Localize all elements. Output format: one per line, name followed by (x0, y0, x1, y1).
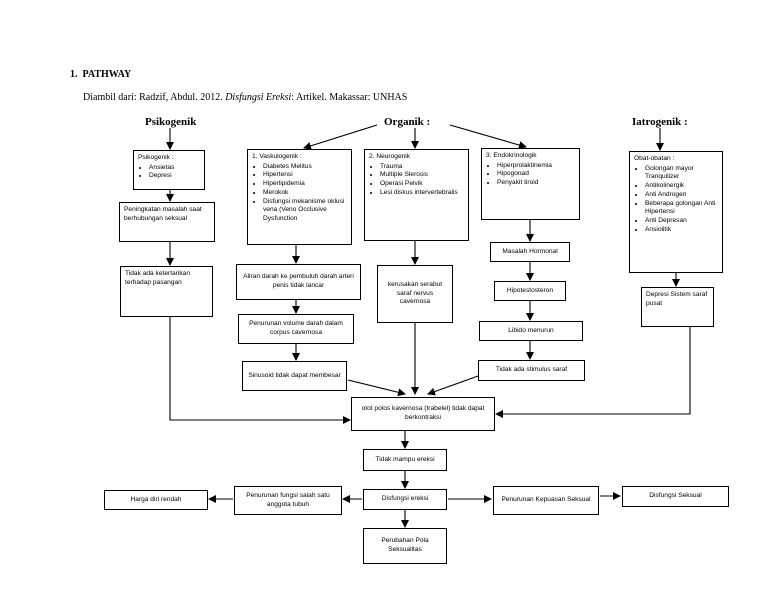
arrow-organik-to-endo (449, 124, 527, 149)
list-item: Anti Depresan (645, 217, 718, 226)
heading-number: 1. (70, 69, 78, 80)
list-item: Anti Androgen (645, 191, 718, 200)
arrow-sinusoid-to-otot (347, 379, 406, 397)
box-obat-obatan: Obat-obatan : Golongan mayor Tranquilize… (629, 151, 723, 273)
list-item: Depresi (149, 172, 200, 181)
box-sinusoid: Sinusoid tidak dapat membesar (242, 361, 347, 391)
list-item: Trauma (380, 163, 464, 172)
source-citation: Diambil dari: Radzif, Abdul. 2012. Disfu… (83, 92, 407, 103)
box-tidak-ada-stimulus: Tidak ada stimulus saraf (478, 360, 585, 381)
box-endokrinologik: 3. Endokrinologik Hiperprolaktinemia Hip… (481, 148, 580, 220)
box-vaskulogenik-list: Diabetes Melitus Hipertensi Hiperlipidem… (252, 163, 347, 224)
list-item: Golongan mayor Tranquilizer (645, 165, 718, 182)
line-psiko-to-otot (169, 317, 351, 424)
box-otot-polos: otot polos kavernosa (trabelel) tidak da… (351, 397, 495, 431)
arrow-stimulus-to-otot (427, 375, 479, 396)
list-item: Hiperlipidemia (263, 180, 347, 189)
page-heading: 1. PATHWAY (70, 69, 131, 80)
arrow-organik-to-vasc (303, 124, 378, 150)
source-prefix: Diambil dari: Radzif, Abdul. 2012. (83, 92, 226, 103)
box-kerusakan-saraf: kerusakan serabut saraf nervus cavernosa (377, 265, 453, 323)
box-tidak-mampu-ereksi: Tidak mampu ereksi (363, 449, 447, 471)
box-vaskulogenik: 1. Vaskulogenik : Diabetes Melitus Hiper… (247, 149, 352, 245)
box-psikogenik-list: Ansietas Depresi (138, 164, 200, 181)
box-aliran-darah: Aliran darah ke pembuluh darah arteri pe… (236, 264, 361, 300)
heading-title: PATHWAY (82, 69, 132, 80)
box-disfungsi-seksual: Disfungsi Seksual (622, 486, 729, 507)
list-item: Diabetes Melitus (263, 163, 347, 172)
list-item: Hipertensi (263, 171, 347, 180)
box-neurogenik-list: Trauma Multiple Slerosis Operasi Pelvik … (369, 163, 464, 198)
box-obat-obatan-list: Golongan mayor Tranquilizer Antikolinerg… (634, 165, 718, 235)
list-item: Hipogonad (497, 170, 575, 179)
box-penurunan-kepuasan: Penurunan Kepuasan Seksual (493, 486, 599, 515)
box-psikogenik: Psikogenik : Ansietas Depresi (133, 150, 205, 190)
list-item: Multiple Slerosis (380, 171, 464, 180)
box-tidak-ada-ketertarikan: Tidak ada ketertarikan terhadap pasangan (120, 266, 213, 317)
box-psikogenik-title: Psikogenik : (138, 154, 174, 161)
box-penurunan-volume: Penurunan volume darah dalam corpus cave… (238, 314, 354, 344)
source-title: Disfungsi Ereksi (225, 92, 292, 103)
box-libido-menurun: Libido menurun (479, 321, 583, 341)
source-suffix: : Artikel. Makassar: UNHAS (291, 92, 408, 103)
column-title-organik: Organik : (384, 116, 431, 128)
list-item: Ansiolitik (645, 226, 718, 235)
list-item: Disfungsi mekanisme oklusi vena (Veno Oc… (263, 198, 347, 224)
box-masalah-hormonal: Masalah Hormonal (490, 242, 570, 262)
list-item: Ansietas (149, 164, 200, 173)
box-endokrinologik-list: Hiperprolaktinemia Hipogonad Penyakit ti… (486, 162, 575, 188)
box-peningkatan-masalah: Peningkatan masalah saat berhubungan sek… (119, 202, 215, 242)
box-perubahan-pola: Perubahan Pola Seksualitas (363, 528, 447, 564)
box-vaskulogenik-title: 1. Vaskulogenik : (252, 153, 302, 160)
list-item: Antikolinergik (645, 182, 718, 191)
list-item: Beberapa golongan Anti Hipertensi (645, 200, 718, 217)
column-title-psikogenik: Psikogenik (145, 116, 197, 128)
box-obat-obatan-title: Obat-obatan : (634, 155, 675, 162)
column-title-iatrogenik: Iatrogenik : (632, 116, 688, 128)
box-disfungsi-ereksi: Disfungsi ereksi (363, 489, 447, 510)
list-item: Merokok (263, 189, 347, 198)
box-neurogenik: 2. Neurogenik Trauma Multiple Slerosis O… (364, 149, 469, 241)
box-hipotestosteron: Hipotestosteron (494, 281, 566, 301)
line-depresi-to-otot (495, 327, 691, 418)
list-item: Operasi Pelvik (380, 180, 464, 189)
box-depresi-saraf-pusat: Depresi Sistem saraf pusat (641, 287, 714, 327)
list-item: Hiperprolaktinemia (497, 162, 575, 171)
box-neurogenik-title: 2. Neurogenik (369, 153, 411, 160)
list-item: Penyakit tiroid (497, 179, 575, 188)
box-penurunan-fungsi: Penurunan fungsi salah satu anggota tubu… (234, 486, 342, 515)
list-item: Lesi diskus intervertebralis (380, 189, 464, 198)
box-harga-diri-rendah: Harga diri rendah (104, 490, 208, 510)
box-endokrinologik-title: 3. Endokrinologik (486, 152, 537, 159)
